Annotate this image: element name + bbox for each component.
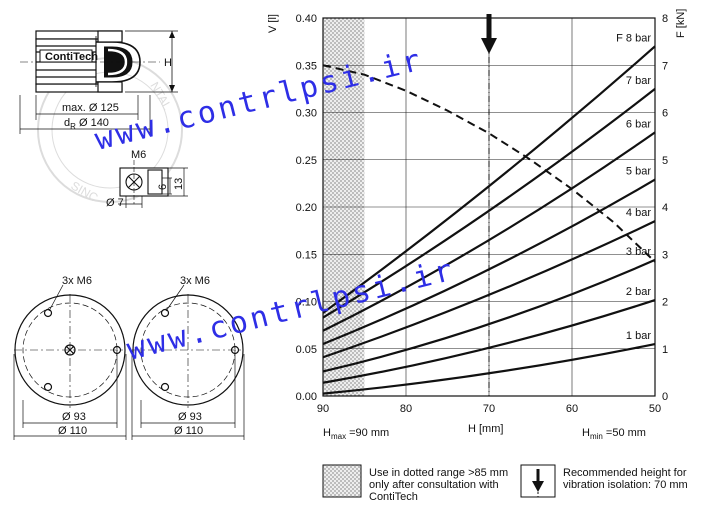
recommended-arrow-icon — [481, 38, 497, 54]
y-left-tick-label: 0.25 — [296, 155, 317, 167]
brand-label: ContiTech — [45, 51, 98, 63]
watermark-text-2: www.contrlpsi.ir — [123, 252, 458, 367]
force-curve — [322, 220, 656, 359]
force-curve — [322, 88, 656, 319]
dim-dr-prefix: d — [64, 117, 70, 129]
y-right-tick-label: 1 — [662, 344, 668, 356]
h-max-h: H — [323, 427, 331, 439]
h-max-sub: max — [331, 432, 346, 441]
y-right-tick-label: 0 — [662, 391, 668, 403]
h-max-label: Hmax =90 mm — [323, 427, 389, 441]
thread-label: M6 — [131, 149, 146, 161]
technical-drawing: NTAL SINC ContiTech H max. Ø 125 — [13, 30, 245, 440]
dim-dr-sub: R — [70, 122, 76, 131]
left-plate-holes: 3x M6 — [62, 275, 92, 287]
right-plate-view — [131, 284, 245, 440]
x-tick-label: 90 — [317, 403, 329, 415]
h-min-value: =50 mm — [603, 427, 646, 439]
force-curve — [322, 45, 656, 314]
series-label: 6 bar — [626, 118, 651, 130]
y-left-tick-label: 0.00 — [296, 391, 317, 403]
x-tick-label: 50 — [649, 403, 661, 415]
legend-arrow-head-icon — [532, 481, 544, 492]
h-min-label: Hmin =50 mm — [582, 427, 646, 441]
series-label: 3 bar — [626, 246, 651, 258]
chart-curves — [322, 14, 656, 395]
y-left-tick-label: 0.05 — [296, 344, 317, 356]
legend-dotted-swatch — [322, 464, 362, 498]
spring-side-view — [19, 30, 178, 134]
left-plate-view — [13, 284, 127, 440]
y-left-tick-label: 0.20 — [296, 202, 317, 214]
legend: Use in dotted range >85 mm only after co… — [322, 464, 688, 503]
x-tick-label: 60 — [566, 403, 578, 415]
y-right-tick-label: 6 — [662, 108, 668, 120]
dim-dr-label: dR Ø 140 — [64, 117, 109, 131]
x-tick-label: 70 — [483, 403, 495, 415]
legend-dotted-line-1: Use in dotted range >85 mm — [369, 467, 508, 479]
dim-height-label: H — [164, 57, 172, 69]
y-right-tick-label: 5 — [662, 155, 668, 167]
y-left-tick-label: 0.15 — [296, 249, 317, 261]
series-label: 4 bar — [626, 207, 651, 219]
chart-labels: 0.00 0 0.05 1 0.10 2 0.15 3 0.20 4 0.25 5 0.30 6 0.35 7… — [296, 13, 669, 415]
force-curve — [322, 178, 656, 346]
y-right-tick-label: 7 — [662, 60, 668, 72]
legend-arrow-line-2: vibration isolation: 70 mm — [563, 479, 688, 491]
dim-bore-label: Ø 7 — [106, 197, 124, 209]
legend-dotted-line-3: ContiTech — [369, 491, 418, 503]
dim-13-label: 13 — [173, 178, 185, 190]
y-right-tick-label: 2 — [662, 297, 668, 309]
watermark-text-1: www.contrlpsi.ir — [91, 42, 426, 157]
left-plate-pcd: Ø 93 — [62, 411, 86, 423]
x-tick-label: 80 — [400, 403, 412, 415]
y-left-tick-label: 0.35 — [296, 60, 317, 72]
legend-arrow-line-1: Recommended height for — [563, 467, 687, 479]
right-plate-dia: Ø 110 — [174, 425, 203, 437]
thread-detail — [118, 160, 188, 208]
right-plate-pcd: Ø 93 — [178, 411, 202, 423]
h-max-value: =90 mm — [346, 427, 389, 439]
y-left-tick-label: 0.40 — [296, 13, 317, 25]
series-label: 1 bar — [626, 330, 651, 342]
series-label: 2 bar — [626, 286, 651, 298]
left-plate-dia: Ø 110 — [58, 425, 87, 437]
y-right-tick-label: 3 — [662, 249, 668, 261]
y-right-axis-label: F [kN] — [675, 9, 687, 38]
dim-dr-value: Ø 140 — [76, 117, 109, 129]
force-curve — [322, 131, 656, 332]
y-right-tick-label: 8 — [662, 13, 668, 25]
y-right-tick-label: 4 — [662, 202, 668, 214]
y-left-axis-label: V [l] — [267, 14, 279, 33]
y-left-tick-label: 0.10 — [296, 297, 317, 309]
dim-max-label: max. Ø 125 — [62, 102, 119, 114]
force-curve — [322, 342, 656, 395]
x-axis-label: H [mm] — [468, 423, 503, 435]
right-plate-holes: 3x M6 — [180, 275, 210, 287]
series-label: 7 bar — [626, 75, 651, 87]
series-label: 5 bar — [626, 166, 651, 178]
force-curve — [322, 299, 656, 384]
y-left-tick-label: 0.30 — [296, 108, 317, 120]
series-label: F 8 bar — [616, 32, 651, 44]
dim-6-label: 6 — [157, 184, 169, 190]
h-min-h: H — [582, 427, 590, 439]
h-min-sub: min — [590, 432, 603, 441]
legend-dotted-line-2: only after consultation with — [369, 479, 499, 491]
force-curve — [322, 258, 656, 373]
volume-curve — [322, 64, 656, 263]
